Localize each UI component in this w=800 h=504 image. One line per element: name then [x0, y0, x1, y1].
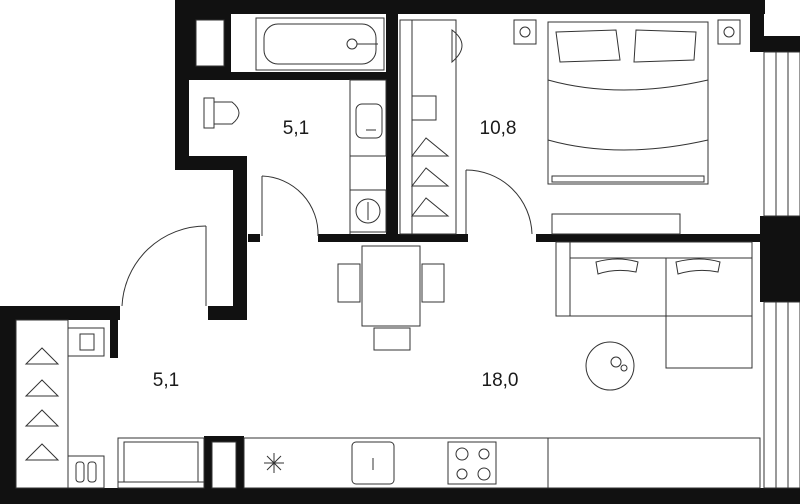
sofa: [555, 241, 753, 369]
washbasin: [349, 79, 387, 157]
shaft: [189, 14, 231, 72]
wardrobe-hallway: [15, 319, 105, 489]
wardrobe-bedroom: [399, 19, 457, 235]
bathroom-area-label: 5,1: [283, 118, 309, 139]
bedroom-area-label: 10,8: [480, 118, 517, 139]
toilet: [203, 97, 240, 129]
living-kitchen-area-label: 18,0: [482, 370, 519, 391]
windows: [763, 51, 800, 489]
kitchen-counter: [117, 437, 761, 489]
bathtub: [255, 17, 385, 71]
washing-machine: [349, 189, 387, 233]
bed: [513, 19, 741, 185]
doors: [121, 169, 533, 307]
hallway-area-label: 5,1: [153, 370, 179, 391]
dining-table: [337, 245, 445, 351]
coffee-table: [585, 341, 635, 391]
interior-walls: [110, 14, 760, 489]
desk-chair: [451, 28, 463, 64]
